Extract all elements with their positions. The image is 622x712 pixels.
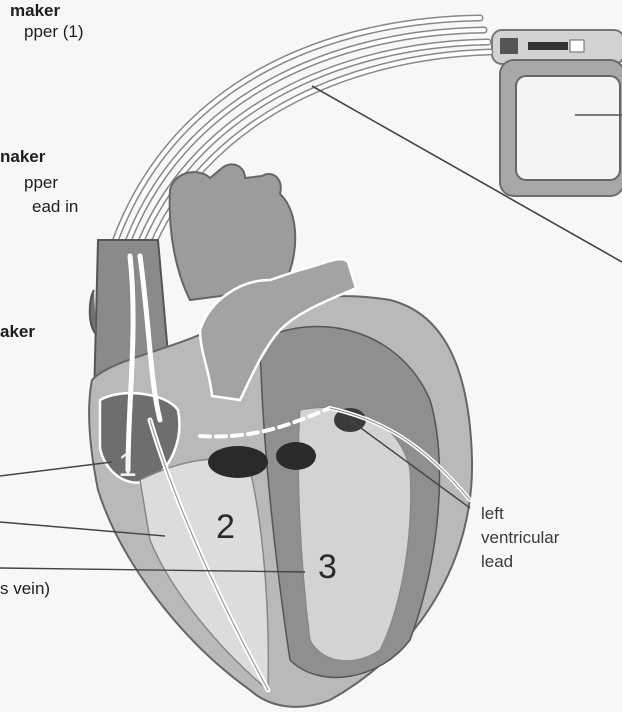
label-pacemaker-1-title: maker: [10, 0, 60, 22]
label-pacemaker-1-text: pper (1): [24, 21, 84, 43]
callout-left-ventricular-lead: left ventricular lead: [481, 502, 559, 574]
label-bottom-left: s vein): [0, 578, 50, 600]
label-pacemaker-2-line-b: ead in: [32, 196, 78, 218]
callout-line-2: ventricular: [481, 526, 559, 550]
label-pacemaker-2-title: naker: [0, 146, 45, 168]
callout-line-3: lead: [481, 550, 559, 574]
chamber-label-1: 1: [118, 446, 137, 484]
chamber-label-3: 3: [318, 548, 337, 586]
callout-line-1: left: [481, 502, 559, 526]
chamber-label-2: 2: [216, 508, 235, 546]
label-pacemaker-2-line-a: pper: [24, 172, 58, 194]
pacemaker-device: [492, 30, 622, 196]
label-pacemaker-3-title: aker: [0, 321, 35, 343]
